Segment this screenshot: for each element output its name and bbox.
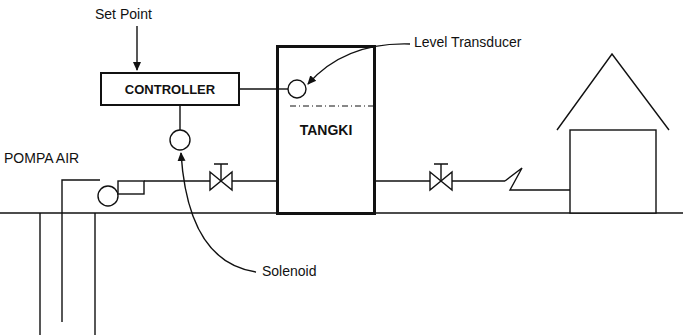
label: POMPA AIR	[4, 150, 79, 167]
tank: TANGKI	[276, 45, 376, 215]
leader-line	[181, 153, 256, 272]
suction-pipe	[62, 180, 100, 322]
solenoid-symbol	[170, 130, 190, 150]
level-transducer	[288, 80, 306, 98]
valve-stem	[434, 164, 448, 181]
pump-motor	[118, 181, 144, 194]
pipe-break	[505, 168, 570, 190]
controller-box: CONTROLLER	[100, 72, 240, 106]
setpoint-arrow	[136, 26, 137, 70]
signal-wire	[240, 88, 276, 89]
node-text: TANGKI	[300, 122, 353, 138]
label: Set Point	[95, 6, 152, 23]
water-level	[290, 106, 374, 107]
house-roof	[557, 54, 669, 130]
pump-symbol	[98, 186, 118, 206]
label: Level Transducer	[414, 34, 521, 51]
node-text: CONTROLLER	[125, 82, 215, 97]
label: Solenoid	[262, 263, 317, 280]
well	[40, 213, 95, 335]
house	[570, 130, 656, 213]
signal-wire	[179, 106, 180, 130]
valve-stem	[214, 164, 228, 181]
leader-line	[308, 44, 410, 84]
